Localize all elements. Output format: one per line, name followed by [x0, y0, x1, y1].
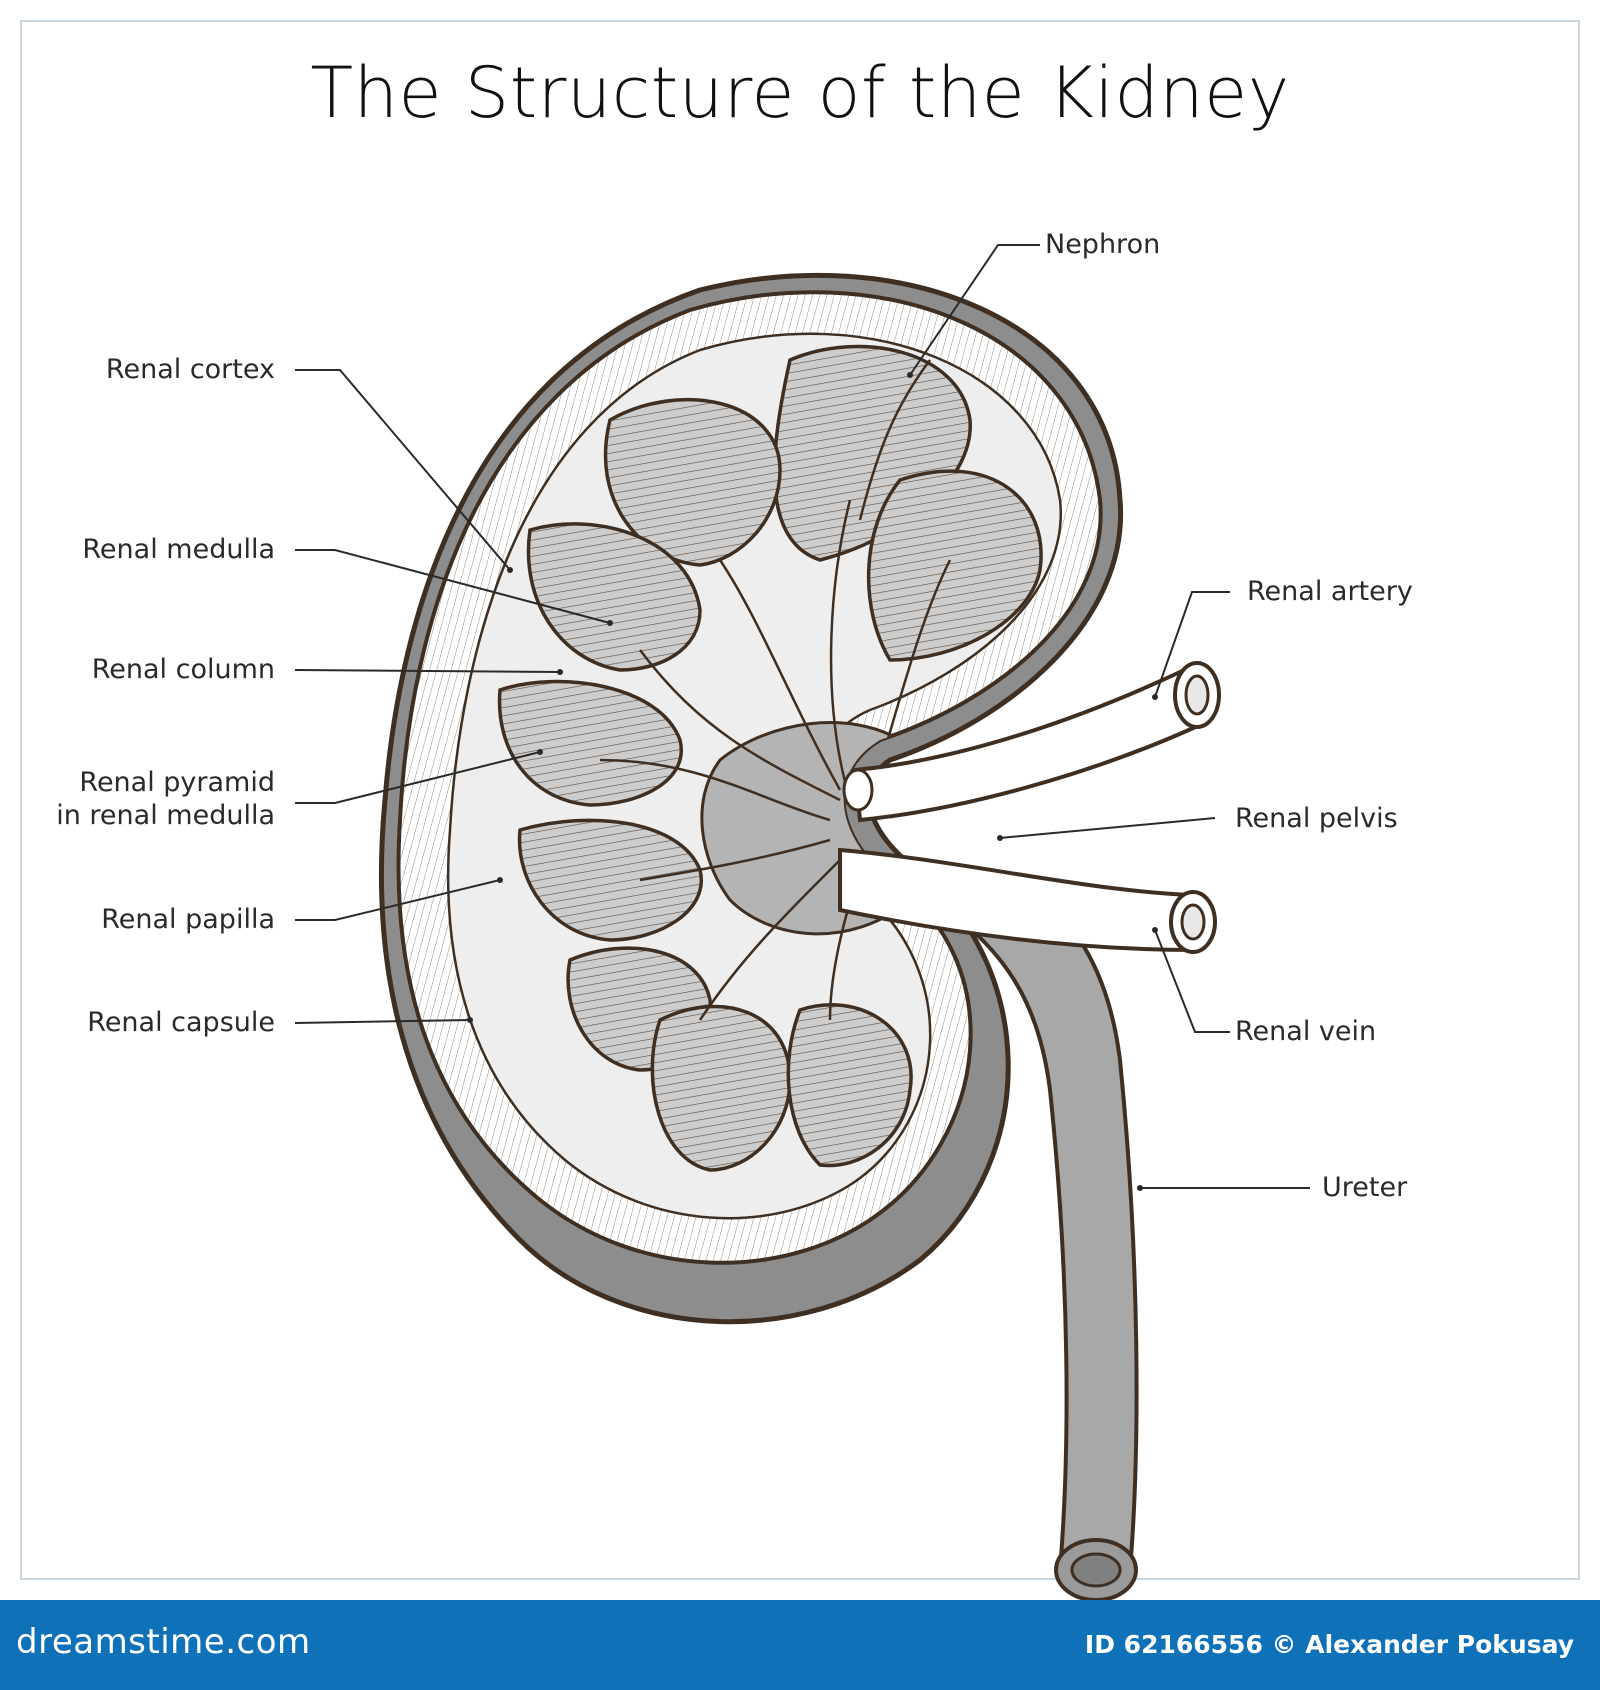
leader-renal-medulla: [295, 549, 611, 624]
footer-brand[interactable]: dreamstime.com: [16, 1622, 311, 1662]
renal-pyramid-bottom-mid: [650, 1004, 792, 1172]
renal-pyramid-upper-right: [866, 469, 1043, 662]
label-renal-pyramid-line1: Renal pyramid: [79, 767, 275, 798]
label-renal-medulla: Renal medulla: [82, 534, 275, 565]
renal-pyramid-bottom-right: [786, 1003, 913, 1168]
renal-pyramid-left-upper: [526, 522, 702, 672]
footer-credit: ID 62166556 © Alexander Pokusay: [1084, 1630, 1574, 1659]
leader-dots: [467, 372, 1158, 1191]
label-renal-capsule: Renal capsule: [87, 1007, 275, 1038]
leader-renal-cortex: [295, 369, 511, 571]
leader-renal-artery: [1154, 591, 1230, 698]
leader-lines: [294, 244, 1310, 1189]
leader-nephron: [909, 244, 1040, 376]
label-renal-cortex: Renal cortex: [105, 354, 275, 385]
renal-pyramid-left-mid: [497, 679, 684, 807]
label-nephron: Nephron: [1045, 229, 1161, 260]
kidney-diagram: [294, 244, 1310, 1600]
leader-renal-capsule: [294, 1019, 471, 1024]
leader-renal-column: [294, 669, 561, 673]
leader-renal-papilla: [295, 879, 501, 921]
diagram-title: The Structure of the Kidney: [310, 52, 1290, 134]
renal-pyramid-upper-left: [603, 398, 782, 567]
leader-renal-pyramid: [295, 751, 541, 804]
footer-bar: dreamstime.com ID 62166556 © Alexander P…: [0, 1600, 1600, 1690]
label-renal-papilla: Renal papilla: [101, 904, 275, 935]
label-renal-artery: Renal artery: [1247, 576, 1413, 607]
label-renal-vein: Renal vein: [1235, 1016, 1377, 1047]
label-renal-pyramid-line2: in renal medulla: [56, 800, 275, 831]
leader-renal-pelvis: [999, 817, 1216, 839]
label-renal-column: Renal column: [91, 654, 275, 685]
leader-renal-vein: [1154, 929, 1230, 1033]
label-ureter: Ureter: [1322, 1172, 1408, 1203]
label-renal-pelvis: Renal pelvis: [1235, 803, 1398, 834]
renal-pyramid-left-low: [517, 818, 704, 942]
